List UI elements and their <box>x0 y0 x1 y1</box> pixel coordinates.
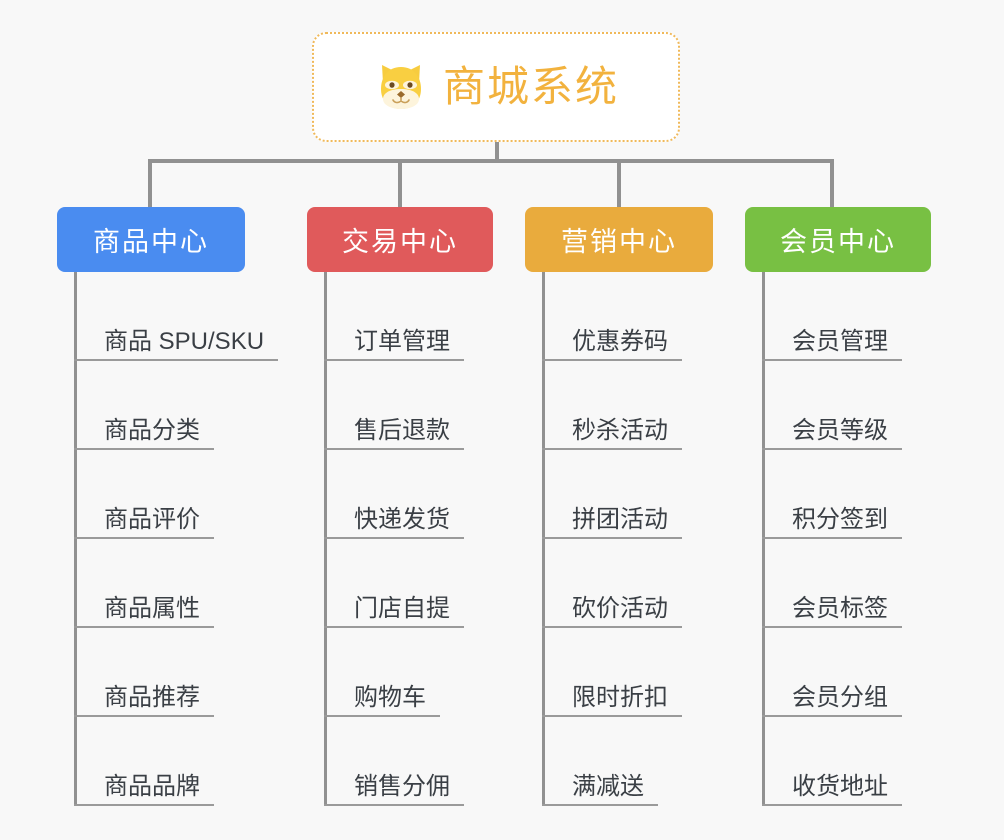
branch-header-label: 商品中心 <box>93 227 209 257</box>
list-item-label: 限时折扣 <box>542 684 682 717</box>
list-item[interactable]: 商品品牌 <box>74 717 277 806</box>
branch-spine <box>324 272 327 806</box>
list-item[interactable]: 会员等级 <box>762 361 965 450</box>
connector-drop-2 <box>398 159 402 207</box>
list-item-label: 商品推荐 <box>74 684 214 717</box>
list-item-label: 销售分佣 <box>324 773 464 806</box>
list-item[interactable]: 拼团活动 <box>542 450 745 539</box>
list-item[interactable]: 销售分佣 <box>324 717 527 806</box>
connector-bar <box>148 159 834 163</box>
connector-stem <box>495 142 499 162</box>
branch-header-shangpin[interactable]: 商品中心 <box>57 207 245 272</box>
list-item[interactable]: 收货地址 <box>762 717 965 806</box>
branch-header-yingxiao[interactable]: 营销中心 <box>525 207 713 272</box>
list-item-label: 商品分类 <box>74 417 214 450</box>
list-item-label: 满减送 <box>542 773 658 806</box>
list-item[interactable]: 会员管理 <box>762 272 965 361</box>
list-item-label: 订单管理 <box>324 328 464 361</box>
branch-column-shangpin: 商品中心 商品 SPU/SKU 商品分类 商品评价 商品属性 商品推荐 商品品牌 <box>57 207 279 806</box>
connector-drop-1 <box>148 159 152 207</box>
list-item-label: 秒杀活动 <box>542 417 682 450</box>
root-title: 商城系统 <box>442 63 619 110</box>
list-item-label: 商品品牌 <box>74 773 214 806</box>
branch-header-label: 会员中心 <box>780 227 896 257</box>
connector-drop-4 <box>830 159 834 207</box>
list-item-label: 会员标签 <box>762 595 902 628</box>
list-item-label: 砍价活动 <box>542 595 682 628</box>
list-item[interactable]: 商品推荐 <box>74 628 277 717</box>
list-item-label: 优惠券码 <box>542 328 682 361</box>
list-item[interactable]: 订单管理 <box>324 272 527 361</box>
list-item-label: 快递发货 <box>324 506 464 539</box>
list-item[interactable]: 门店自提 <box>324 539 527 628</box>
list-item[interactable]: 商品分类 <box>74 361 277 450</box>
list-item-label: 拼团活动 <box>542 506 682 539</box>
list-item[interactable]: 会员分组 <box>762 628 965 717</box>
dog-face-icon <box>373 59 429 115</box>
branch-column-huiyuan: 会员中心 会员管理 会员等级 积分签到 会员标签 会员分组 收货地址 <box>745 207 965 806</box>
list-item-label: 商品 SPU/SKU <box>74 328 279 361</box>
branch-items: 优惠券码 秒杀活动 拼团活动 砍价活动 限时折扣 满减送 <box>525 272 745 806</box>
branch-header-label: 交易中心 <box>342 227 458 257</box>
branch-spine <box>762 272 765 806</box>
connector-drop-3 <box>617 159 621 207</box>
list-item[interactable]: 会员标签 <box>762 539 965 628</box>
list-item-label: 收货地址 <box>762 773 902 806</box>
list-item-label: 商品评价 <box>74 506 214 539</box>
list-item[interactable]: 积分签到 <box>762 450 965 539</box>
list-item-label: 售后退款 <box>324 417 464 450</box>
list-item-label: 购物车 <box>324 684 440 717</box>
branch-spine <box>542 272 545 806</box>
list-item-label: 积分签到 <box>762 506 902 539</box>
list-item[interactable]: 优惠券码 <box>542 272 745 361</box>
branch-header-huiyuan[interactable]: 会员中心 <box>745 207 931 272</box>
list-item-label: 会员等级 <box>762 417 902 450</box>
list-item[interactable]: 商品属性 <box>74 539 277 628</box>
list-item[interactable]: 快递发货 <box>324 450 527 539</box>
list-item-label: 会员分组 <box>762 684 902 717</box>
branch-spine <box>74 272 77 806</box>
root-node[interactable]: 商城系统 <box>312 32 680 142</box>
branch-header-label: 营销中心 <box>561 227 677 257</box>
branch-header-jiaoyi[interactable]: 交易中心 <box>307 207 493 272</box>
list-item[interactable]: 售后退款 <box>324 361 527 450</box>
list-item-label: 会员管理 <box>762 328 902 361</box>
list-item[interactable]: 购物车 <box>324 628 527 717</box>
list-item[interactable]: 砍价活动 <box>542 539 745 628</box>
branch-items: 会员管理 会员等级 积分签到 会员标签 会员分组 收货地址 <box>745 272 965 806</box>
list-item-label: 门店自提 <box>324 595 464 628</box>
list-item[interactable]: 秒杀活动 <box>542 361 745 450</box>
list-item[interactable]: 满减送 <box>542 717 745 806</box>
branch-column-jiaoyi: 交易中心 订单管理 售后退款 快递发货 门店自提 购物车 销售分佣 <box>307 207 527 806</box>
branch-items: 订单管理 售后退款 快递发货 门店自提 购物车 销售分佣 <box>307 272 527 806</box>
list-item[interactable]: 限时折扣 <box>542 628 745 717</box>
list-item-label: 商品属性 <box>74 595 214 628</box>
branch-column-yingxiao: 营销中心 优惠券码 秒杀活动 拼团活动 砍价活动 限时折扣 满减送 <box>525 207 745 806</box>
list-item[interactable]: 商品 SPU/SKU <box>74 272 279 361</box>
branch-items: 商品 SPU/SKU 商品分类 商品评价 商品属性 商品推荐 商品品牌 <box>57 272 279 806</box>
list-item[interactable]: 商品评价 <box>74 450 277 539</box>
